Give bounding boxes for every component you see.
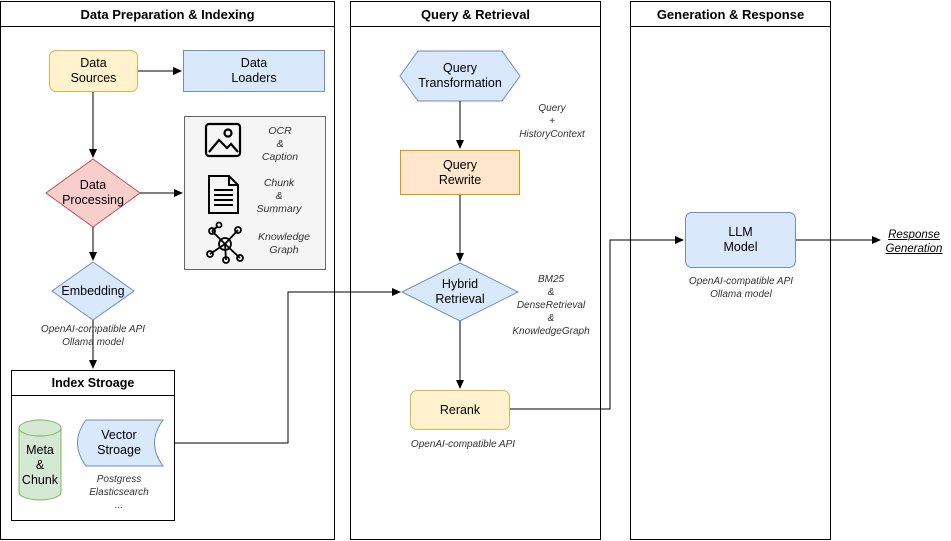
embedding-label[interactable]: Embedding bbox=[61, 283, 125, 298]
query-history-note: Query + HistoryContext bbox=[519, 103, 585, 140]
meta-chunk-cylinder bbox=[18, 419, 62, 501]
chunk-summary-label: Chunk & Summary bbox=[256, 177, 302, 215]
retrieval-methods-note: BM25 & DenseRetrieval & KnowledgeGraph bbox=[512, 274, 590, 337]
image-icon bbox=[204, 122, 242, 158]
query-rewrite-node[interactable]: Query Rewrite bbox=[400, 150, 520, 195]
hybrid-retrieval-label[interactable]: Hybrid Retrieval bbox=[435, 277, 485, 306]
llm-api-note: OpenAI-compatible API Ollama model bbox=[688, 276, 794, 300]
rerank-node[interactable]: Rerank bbox=[410, 390, 510, 430]
lane-title-query-retrieval: Query & Retrieval bbox=[351, 2, 600, 27]
embedding-api-note: OpenAI-compatible API Ollama model bbox=[40, 324, 146, 348]
ocr-caption-label: OCR & Caption bbox=[261, 125, 299, 163]
rerank-api-note: OpenAI-compatible API bbox=[410, 439, 516, 450]
knowledge-graph-icon bbox=[206, 221, 244, 264]
query-transformation-label[interactable]: Query Transformation bbox=[418, 61, 502, 90]
data-loaders-node[interactable]: Data Loaders bbox=[183, 50, 325, 92]
lane-title-data-preparation: Data Preparation & Indexing bbox=[1, 2, 334, 27]
document-icon bbox=[208, 175, 239, 214]
arrow-vector-to-retrieval bbox=[175, 288, 401, 444]
lane-generation-response: Generation & Response bbox=[630, 1, 831, 540]
data-processing-label[interactable]: Data Processing bbox=[62, 178, 124, 207]
llm-model-node[interactable]: LLM Model bbox=[685, 212, 796, 268]
lane-title-generation-response: Generation & Response bbox=[631, 2, 830, 27]
meta-chunk-label[interactable]: Meta & Chunk bbox=[21, 442, 59, 487]
response-generation-output: Response Generation bbox=[885, 229, 943, 255]
vector-backends-note: Postgress Elasticsearch ... bbox=[89, 474, 149, 511]
arrow-rerank-to-llm bbox=[510, 236, 684, 410]
index-storage-title: Index Stroage bbox=[12, 371, 174, 396]
vector-storage-shape bbox=[77, 419, 164, 467]
processing-methods-panel bbox=[184, 116, 326, 270]
data-sources-node[interactable]: Data Sources bbox=[49, 50, 138, 92]
knowledge-graph-label: Knowledge Graph bbox=[258, 231, 310, 256]
query-transformation-hexagon bbox=[399, 50, 521, 102]
vector-storage-label[interactable]: Vector Stroage bbox=[97, 428, 141, 457]
